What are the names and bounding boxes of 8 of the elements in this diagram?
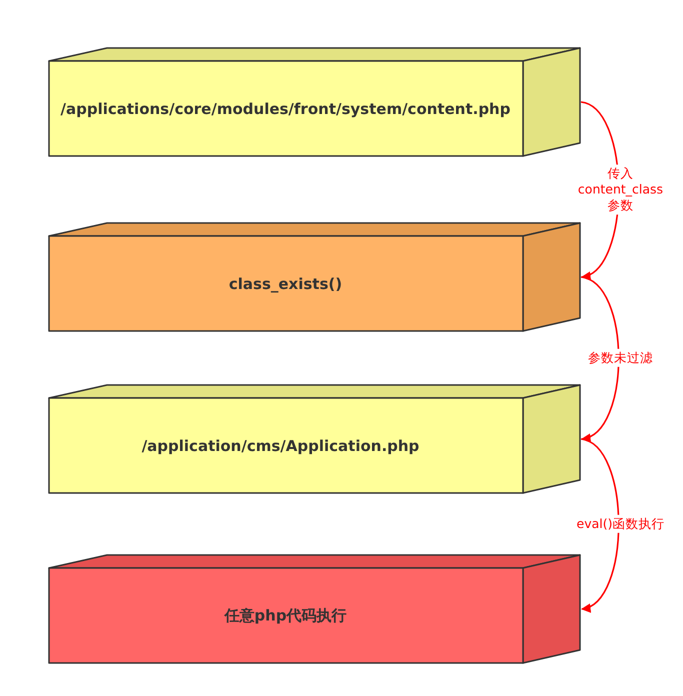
curved-arrow (580, 276, 620, 441)
edge-label: eval()函数执行 (576, 514, 664, 534)
box-label: class_exists() (228, 274, 342, 292)
curved-arrow (580, 438, 620, 610)
edge-label: 参数未过滤 (588, 348, 653, 368)
box-label: 任意php代码执行 (224, 606, 347, 625)
box-label: /applications/core/modules/front/system/content.php (60, 100, 510, 118)
box-label: /application/cms/Application.php (142, 436, 420, 454)
